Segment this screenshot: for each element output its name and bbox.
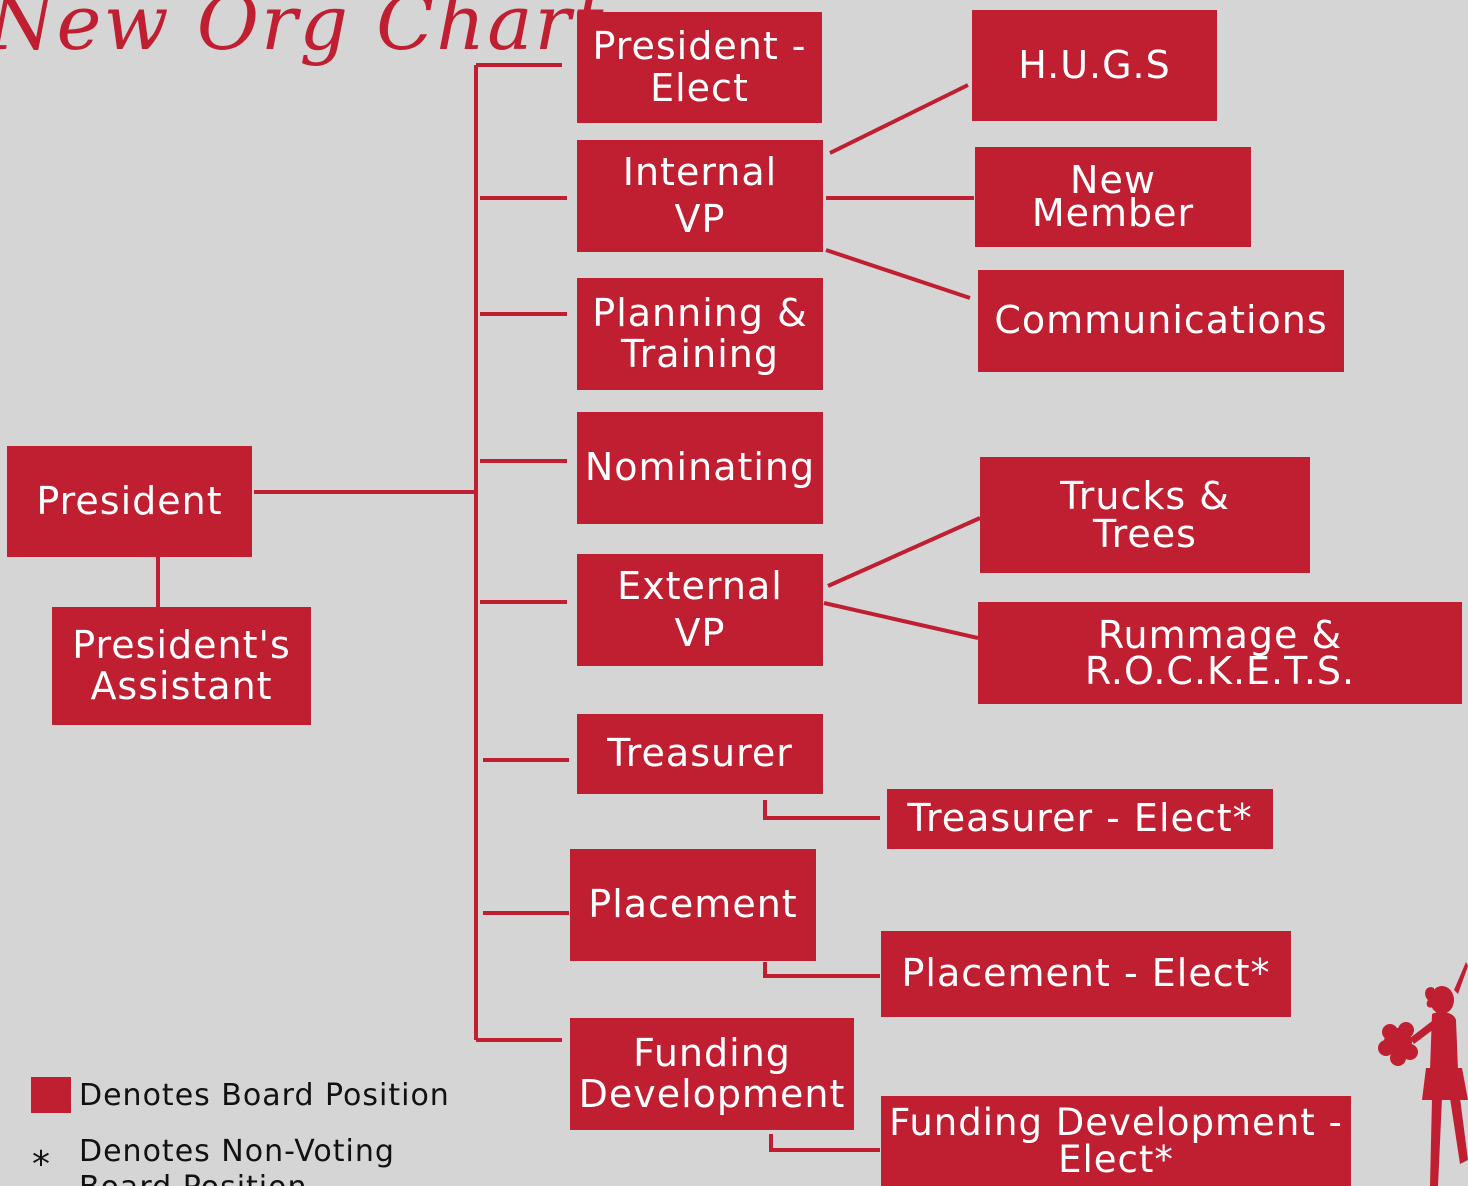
connector-external-rummage <box>823 601 979 640</box>
node-treasurer-elect: Treasurer - Elect* <box>887 789 1273 849</box>
node-label-line: Planning & <box>592 290 808 335</box>
connector-internal-hugs <box>829 83 969 155</box>
node-label-line: Trees <box>1093 512 1197 556</box>
node-label-line: R.O.C.K.E.T.S. <box>1084 649 1356 693</box>
node-label-line: Funding Development - <box>889 1101 1343 1144</box>
cheerleader-icon <box>1378 962 1468 1186</box>
node-label-line: President's <box>72 622 291 667</box>
node-placement: Placement <box>570 849 816 961</box>
node-label-line: Member <box>1031 191 1195 235</box>
node-president-elect: President - Elect <box>577 12 822 123</box>
legend-swatch <box>31 1077 71 1113</box>
node-label-line: Rummage & <box>1097 612 1343 657</box>
node-planning-training: Planning & Training <box>577 278 823 390</box>
node-label: Placement <box>588 882 798 927</box>
connector-funding-elect <box>769 1134 880 1152</box>
node-label-line: President - <box>592 24 807 69</box>
node-treasurer: Treasurer <box>577 714 823 794</box>
node-label: President <box>36 478 223 523</box>
node-communications: Communications <box>978 270 1344 372</box>
node-internal-vp: Internal VP <box>577 140 823 252</box>
node-label: Communications <box>994 298 1328 343</box>
node-label-line: Trucks & <box>1060 474 1230 518</box>
node-new-member: New Member <box>975 147 1251 247</box>
legend-line: Board Position <box>79 1170 395 1186</box>
legend-non-voting: Denotes Non-Voting Board Position <box>79 1134 395 1186</box>
node-label: Nominating <box>584 445 816 490</box>
node-presidents-assistant: President's Assistant <box>52 607 311 725</box>
legend-star-icon: * <box>32 1144 50 1185</box>
connector-treasurer-elect <box>763 800 880 820</box>
node-label-line: VP <box>674 611 726 655</box>
node-placement-elect: Placement - Elect* <box>881 931 1291 1017</box>
node-external-vp: External VP <box>577 554 823 666</box>
node-label: H.U.G.S <box>1018 42 1171 87</box>
legend-line: Denotes Non-Voting <box>79 1134 395 1169</box>
node-label: Placement - Elect* <box>901 951 1271 996</box>
node-label-line: VP <box>674 197 726 241</box>
node-label-line: External <box>617 563 783 608</box>
node-funding-development: Funding Development <box>570 1018 854 1130</box>
node-label: Treasurer - Elect* <box>907 796 1253 841</box>
connector-placement-elect <box>763 962 880 978</box>
legend-board-position: Denotes Board Position <box>79 1078 450 1113</box>
node-label-line: Funding <box>633 1030 791 1075</box>
node-label-line: Internal <box>622 149 778 194</box>
node-label-line: Development <box>578 1072 846 1116</box>
node-president: President <box>7 446 252 557</box>
connector-internal-communications <box>825 248 971 300</box>
node-trucks-trees: Trucks & Trees <box>980 457 1310 573</box>
node-label: Treasurer <box>607 731 793 776</box>
node-label-line: Elect* <box>1058 1138 1174 1181</box>
node-label-line: Training <box>621 332 779 376</box>
node-label-line: New <box>1070 157 1156 202</box>
node-funding-development-elect: Funding Development - Elect* <box>881 1096 1351 1186</box>
node-hugs: H.U.G.S <box>972 10 1217 121</box>
node-label-line: Elect <box>650 65 749 110</box>
chart-title: New Org Chart <box>0 0 606 67</box>
node-rummage-rockets: Rummage & R.O.C.K.E.T.S. <box>978 602 1462 704</box>
connector-external-trucks <box>827 516 981 588</box>
node-label-line: Assistant <box>90 664 273 708</box>
node-nominating: Nominating <box>577 412 823 524</box>
